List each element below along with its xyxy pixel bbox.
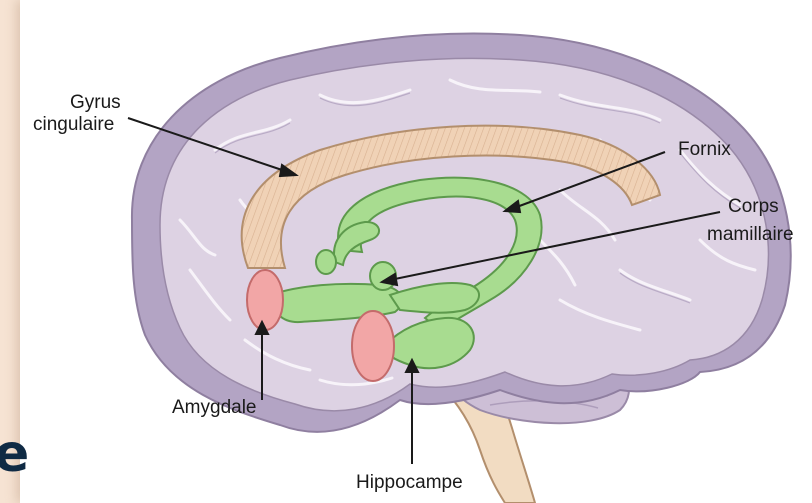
limbic-system-diagram: Gyrus cingulaire Fornix Corps mamillaire… — [20, 0, 812, 503]
amygdala — [247, 270, 283, 330]
brain-figure: Gyrus cingulaire Fornix Corps mamillaire… — [20, 0, 812, 503]
hippocampus-head — [352, 311, 394, 381]
slide-title-fragment: e — [0, 428, 29, 480]
label-corps-line2: mamillaire — [707, 224, 794, 245]
label-gyrus-line1: Gyrus — [70, 92, 121, 113]
label-corps-line1: Corps — [728, 196, 779, 217]
label-hippocampe: Hippocampe — [356, 472, 463, 493]
label-amygdale: Amygdale — [172, 397, 257, 418]
label-fornix: Fornix — [678, 139, 731, 160]
label-gyrus-line2: cingulaire — [33, 114, 114, 135]
